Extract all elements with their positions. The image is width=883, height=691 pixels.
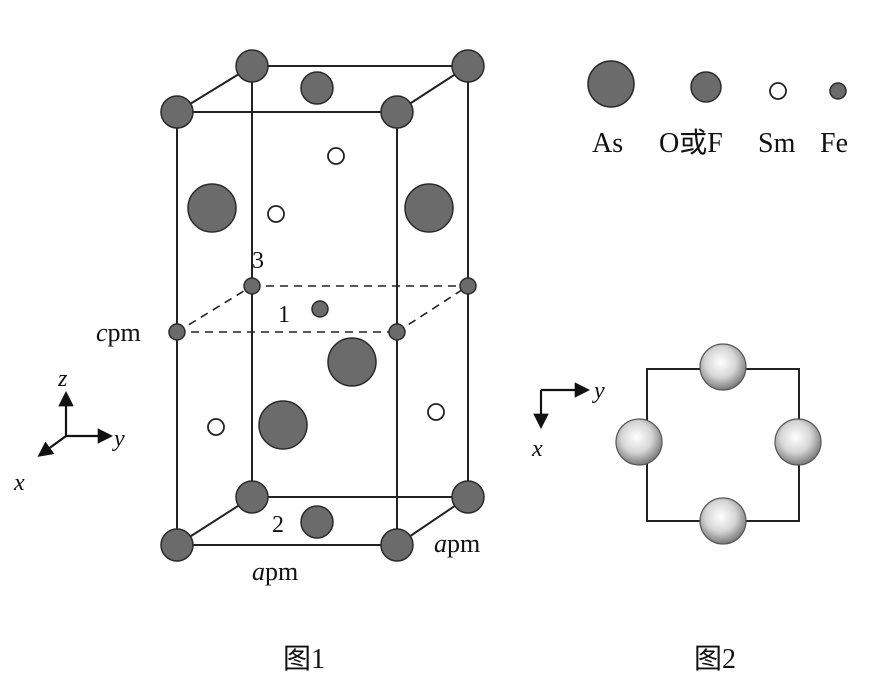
fig2-axis-y-label: y <box>592 378 605 404</box>
atom-o-f <box>451 49 485 83</box>
atom-sm <box>427 403 445 421</box>
legend-o-f-swatch <box>690 71 722 103</box>
atom-o-f <box>300 505 334 539</box>
atom-fe <box>459 277 477 295</box>
atom-o-f <box>235 49 269 83</box>
figure2-atom-left <box>615 418 663 466</box>
figure2-square <box>615 343 822 545</box>
legend-as-swatch <box>587 60 635 108</box>
fig2-axis-x-label: x <box>531 436 543 462</box>
atom-sm <box>207 418 225 436</box>
atom-o-f <box>160 95 194 129</box>
atom-as <box>187 183 237 233</box>
figure2-atom-bottom <box>699 497 747 545</box>
atom-o-f <box>380 528 414 562</box>
mid-plane <box>176 285 469 333</box>
dimension-a-label-side: apm <box>434 529 480 558</box>
figure2-atom-right <box>774 418 822 466</box>
mid-plane-edge <box>396 285 469 333</box>
figure2-caption: 图2 <box>694 644 736 675</box>
atom-sm <box>327 147 345 165</box>
atom-o-f <box>300 71 334 105</box>
axis-z-label: z <box>57 366 68 392</box>
figure1-caption: 图1 <box>283 644 325 675</box>
atom-as <box>327 337 377 387</box>
atom-o-f <box>451 480 485 514</box>
sm-atoms <box>207 147 445 436</box>
atom-fe <box>311 300 329 318</box>
mid-plane-edge <box>176 285 253 333</box>
fe-atoms <box>168 277 477 341</box>
atom-label-1: 1 <box>278 302 290 328</box>
figure2-atom-top <box>699 343 747 391</box>
axis-x-label: x <box>13 470 25 496</box>
atom-sm <box>267 205 285 223</box>
legend-sm-swatch <box>769 82 787 100</box>
atom-label-3: 3 <box>252 248 264 274</box>
axes-3d <box>37 390 114 457</box>
x-axis-arrow <box>37 435 67 457</box>
legend: As O或F Sm Fe <box>587 60 848 159</box>
legend-fe-swatch <box>829 82 847 100</box>
corner-atoms <box>160 49 485 562</box>
axis-y-label: y <box>112 426 125 452</box>
as-atoms <box>187 183 454 450</box>
atom-as <box>258 400 308 450</box>
atom-fe <box>243 277 261 295</box>
atom-fe <box>168 323 186 341</box>
atom-o-f <box>235 480 269 514</box>
dimension-a-label-front: apm <box>252 557 298 586</box>
atom-o-f <box>380 95 414 129</box>
legend-as-label: As <box>592 128 623 159</box>
atom-fe <box>388 323 406 341</box>
legend-o-f-label: O或F <box>659 127 723 159</box>
dimension-c-label: cpm <box>96 318 141 347</box>
legend-fe-label: Fe <box>820 128 848 159</box>
atom-label-2: 2 <box>272 512 284 538</box>
axes-2d <box>533 382 591 430</box>
atom-as <box>404 183 454 233</box>
legend-sm-label: Sm <box>758 128 796 159</box>
atom-o-f <box>160 528 194 562</box>
